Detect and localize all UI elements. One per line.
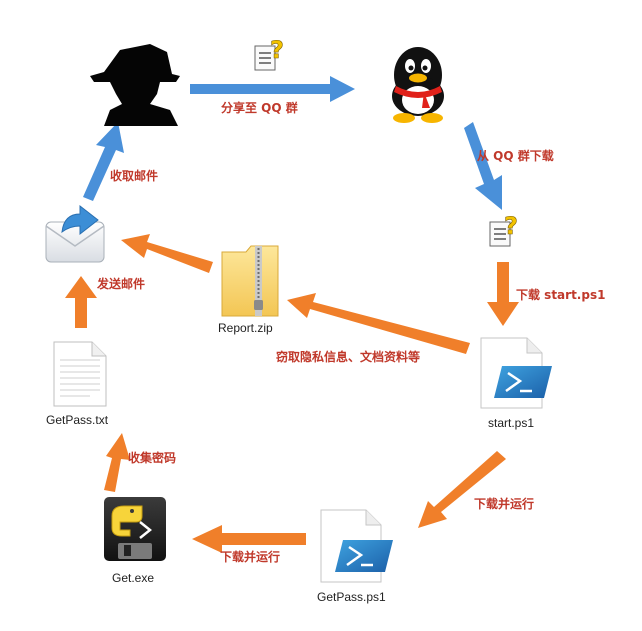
label-steal-data: 窃取隐私信息、文档资料等	[276, 349, 420, 364]
powershell-script-icon	[320, 509, 393, 583]
label-collect-password: 收集密码	[128, 450, 176, 465]
python-exe-icon	[104, 497, 166, 561]
arrow-share-to-qq	[190, 76, 355, 102]
hacker-silhouette-icon	[90, 44, 180, 126]
label-download-start: 下载 start.ps1	[516, 287, 605, 302]
arrow-download-run-exe	[192, 525, 306, 553]
mail-send-icon	[45, 204, 105, 263]
unknown-document-icon: ?	[489, 212, 518, 247]
arrow-collect-password	[104, 433, 130, 492]
label-share-to-qq: 分享至 QQ 群	[221, 100, 298, 115]
arrow-to-mail	[121, 234, 213, 273]
node-label-start-ps1: start.ps1	[488, 416, 534, 430]
zip-folder-icon	[221, 245, 279, 317]
label-download-from-qq: 从 QQ 群下载	[477, 148, 554, 163]
arrow-send-mail	[65, 276, 97, 328]
label-download-run-exe: 下载并运行	[220, 549, 280, 564]
text-document-icon	[53, 341, 107, 407]
powershell-script-icon	[480, 337, 552, 409]
arrow-download-run-getpass	[418, 451, 506, 528]
node-label-report-zip: Report.zip	[218, 321, 273, 335]
arrow-steal-data	[287, 293, 470, 354]
qq-penguin-icon	[392, 47, 444, 123]
label-send-mail: 发送邮件	[96, 276, 145, 291]
unknown-document-icon: ?	[254, 36, 284, 71]
svg-text:?: ?	[270, 36, 284, 64]
arrow-receive-mail	[83, 122, 124, 201]
node-label-getpass-ps1: GetPass.ps1	[317, 590, 386, 604]
label-receive-mail: 收取邮件	[110, 168, 158, 183]
arrow-download-from-qq	[464, 122, 502, 210]
label-download-run-getpass: 下载并运行	[474, 496, 534, 511]
arrow-download-start	[487, 262, 519, 326]
node-label-getpass-txt: GetPass.txt	[46, 413, 109, 427]
svg-text:?: ?	[504, 212, 518, 240]
node-label-get-exe: Get.exe	[112, 571, 154, 585]
